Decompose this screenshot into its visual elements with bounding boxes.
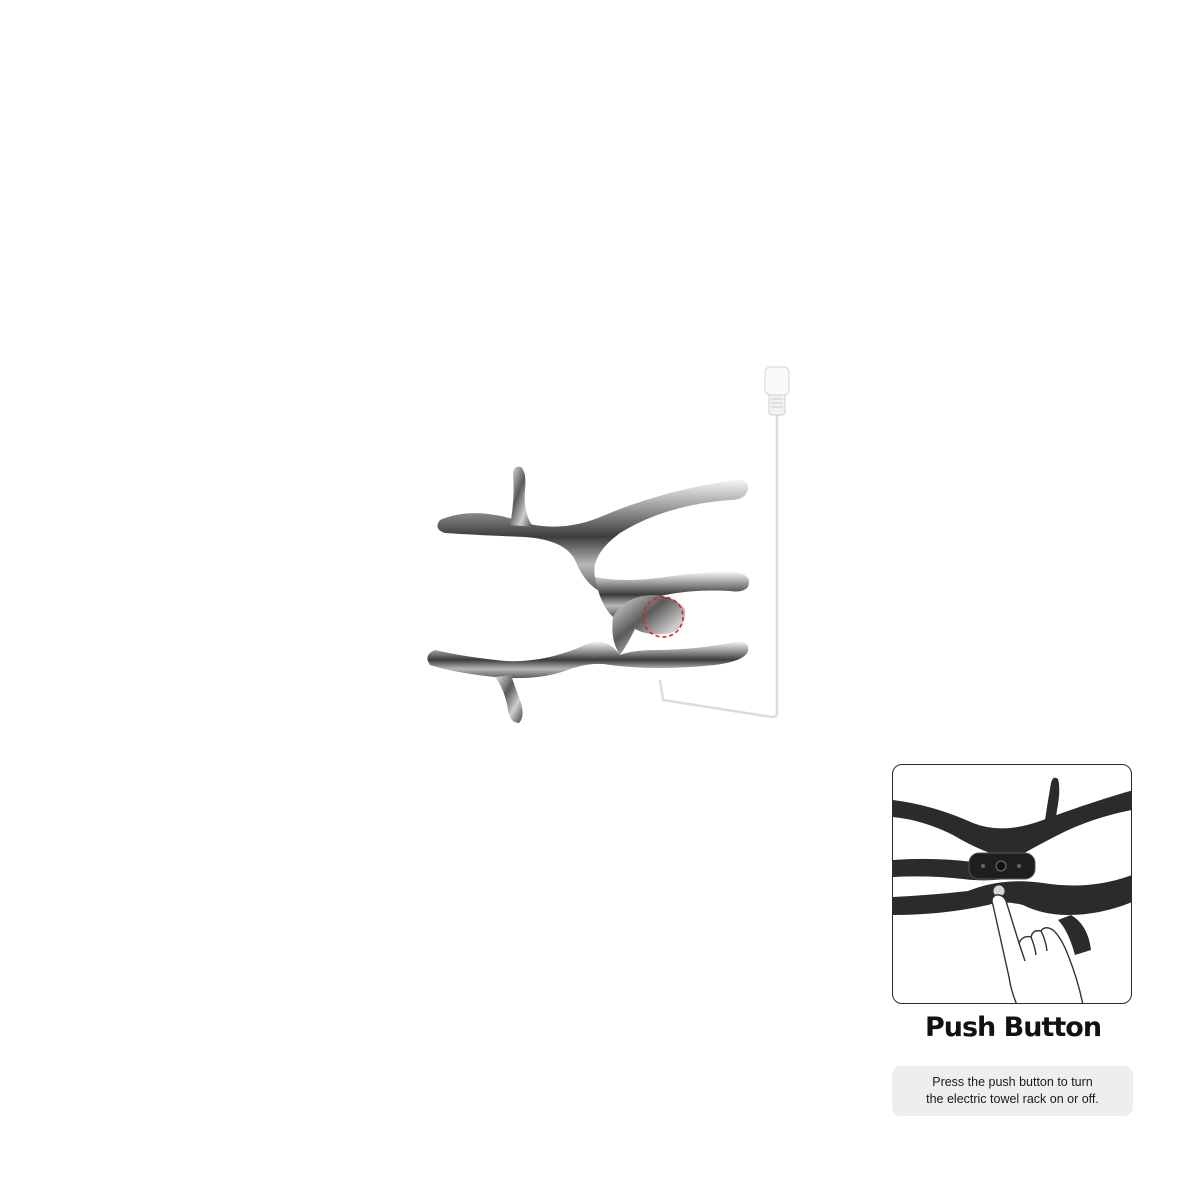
push-button-highlight xyxy=(642,596,684,638)
caption-line-1: Press the push button to turn xyxy=(932,1075,1093,1089)
towel-rack-icon xyxy=(427,366,790,723)
push-button-detail-panel xyxy=(892,764,1132,1004)
towel-rack-illustration xyxy=(415,355,815,740)
caption-description: Press the push button to turn the electr… xyxy=(892,1066,1133,1116)
central-hub xyxy=(612,595,686,655)
hand-icon xyxy=(991,894,1084,1003)
upper-branch xyxy=(437,466,749,617)
caption-title: Push Button xyxy=(924,1012,1102,1043)
lower-branch xyxy=(427,641,749,723)
caption-line-2: the electric towel rack on or off. xyxy=(926,1092,1099,1106)
power-cord xyxy=(658,366,790,719)
hand-pressing-button-icon xyxy=(893,777,1131,1003)
rack-closeup xyxy=(893,777,1131,955)
